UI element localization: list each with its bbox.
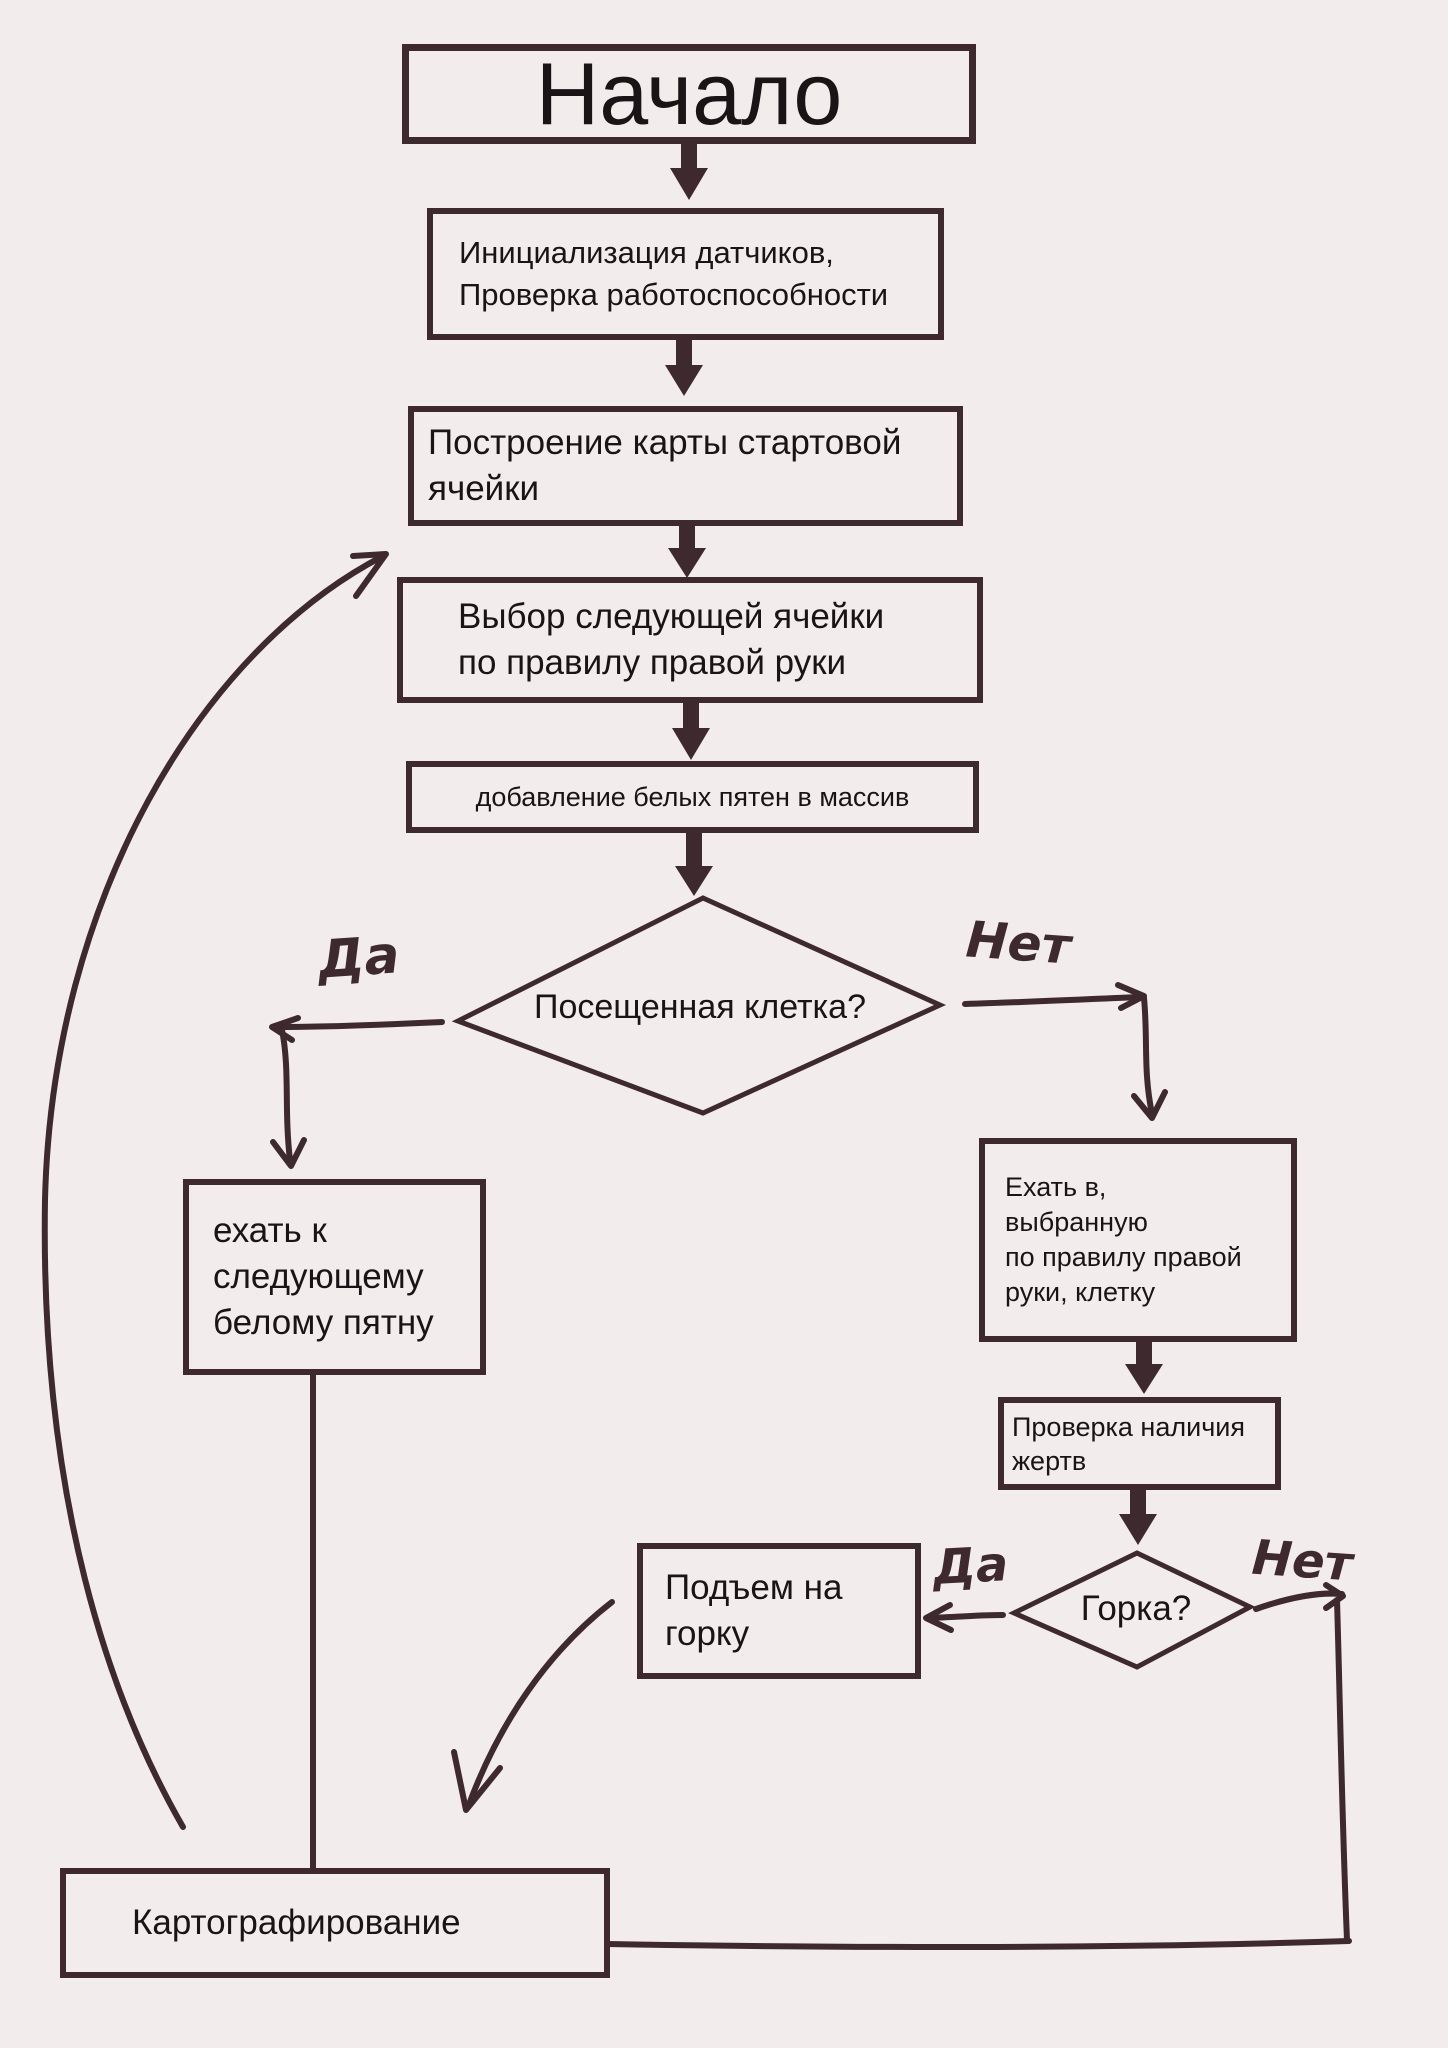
connector-right-rail <box>1334 1597 1350 1943</box>
go-white-node: ехать к следующему белому пятну <box>183 1179 486 1375</box>
decision-shapes <box>451 895 1256 1670</box>
ramp-diamond <box>1008 1550 1256 1670</box>
ramp-no-label: Нет <box>1250 1529 1355 1593</box>
visited-no-label: Нет <box>964 910 1073 976</box>
connector-visited-no <box>962 994 1143 1007</box>
arrow-init-startmap-head <box>665 365 703 396</box>
visited-decision-label: Посещенная клетка? <box>534 988 866 1026</box>
start-node-label: Начало <box>535 44 843 143</box>
connector-visited-yes-down-head <box>270 1137 307 1169</box>
connector-ramp-climb-mapping <box>465 1599 615 1810</box>
add-white-node-label: добавление белых пятен в массив <box>475 781 910 812</box>
arrow-check-ramp-head <box>1119 1514 1157 1545</box>
check-victims-node-label: Проверка наличия жертв <box>1012 1411 1245 1476</box>
choose-next-node: Выбор следующей ячейки по правилу правой… <box>397 577 983 703</box>
connector-ramp-climb-mapping-head <box>451 1749 503 1813</box>
main-arrows <box>665 143 1163 1545</box>
go-chosen-node: Ехать в, выбранную по правилу правой рук… <box>979 1138 1297 1342</box>
init-node: Инициализация датчиков, Проверка работос… <box>427 208 944 340</box>
connector-visited-yes-down <box>279 1027 293 1163</box>
arrow-gochosen-check <box>1136 1340 1152 1370</box>
arrow-init-startmap <box>676 340 692 370</box>
arrow-choose-add <box>683 703 699 735</box>
hand-drawn-connectors <box>41 551 1352 1951</box>
connector-ramp-no-hook <box>1323 1582 1346 1611</box>
arrow-start-init <box>681 143 697 173</box>
arrow-choose-add-head <box>672 728 710 760</box>
mapping-node-label: Картографирование <box>132 1903 461 1942</box>
arrow-startmap-choose <box>679 525 695 553</box>
go-chosen-node-label: Ехать в, выбранную по правилу правой рук… <box>1005 1172 1242 1307</box>
visited-diamond <box>451 895 947 1116</box>
start-map-node-label: Построение карты стартовой ячейки <box>428 423 902 508</box>
connector-ramp-yes-hook <box>923 1602 954 1633</box>
arrow-add-visited <box>686 833 702 873</box>
go-white-node-label: ехать к следующему белому пятну <box>213 1211 434 1342</box>
visited-decision-text: Посещенная клетка? <box>500 988 900 1027</box>
arrow-check-ramp <box>1130 1489 1146 1521</box>
arrow-start-init-head <box>670 168 708 200</box>
ramp-yes-label: Да <box>931 1536 1010 1596</box>
connector-ramp-yes <box>927 1612 1006 1621</box>
ramp-decision-label: Горка? <box>1080 1589 1192 1628</box>
connector-loop-back-head <box>350 551 389 599</box>
connector-visited-no-down-head <box>1131 1089 1168 1121</box>
check-victims-node: Проверка наличия жертв <box>998 1397 1281 1490</box>
climb-ramp-node: Подъем на горку <box>637 1543 921 1679</box>
visited-yes-label: Да <box>316 925 402 991</box>
start-node: Начало <box>402 44 976 144</box>
arrow-startmap-choose-head <box>668 548 706 578</box>
connector-bottom-rail <box>604 1938 1352 1951</box>
init-node-label: Инициализация датчиков, Проверка работос… <box>459 235 889 312</box>
climb-ramp-node-label: Подъем на горку <box>665 1568 843 1653</box>
connector-loop-back <box>41 552 388 1830</box>
choose-next-node-label: Выбор следующей ячейки по правилу правой… <box>458 597 885 682</box>
connector-visited-yes <box>273 1019 445 1030</box>
arrow-gochosen-check-head <box>1125 1364 1163 1394</box>
arrow-add-visited-head <box>675 866 713 896</box>
mapping-node: Картографирование <box>60 1868 610 1978</box>
connector-visited-no-down <box>1141 995 1155 1117</box>
add-white-node: добавление белых пятен в массив <box>406 761 979 833</box>
start-map-node: Построение карты стартовой ячейки <box>408 406 963 526</box>
ramp-decision-text: Горка? <box>1036 1589 1236 1629</box>
